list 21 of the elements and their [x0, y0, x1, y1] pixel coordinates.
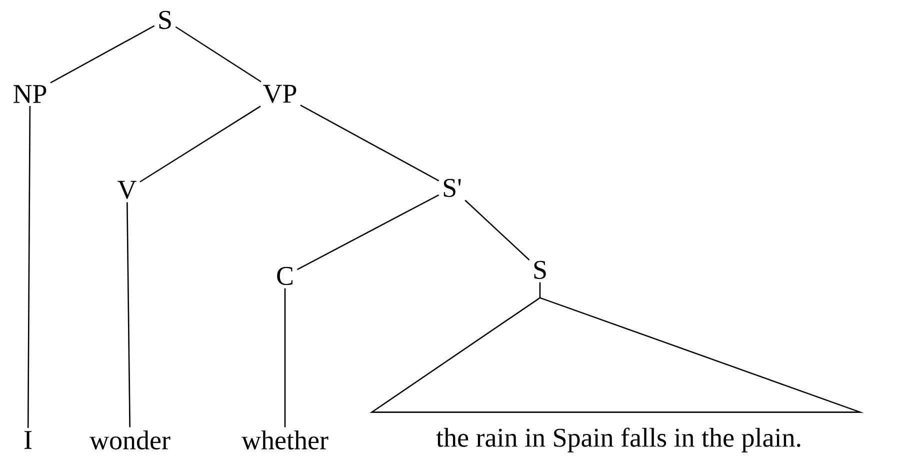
category-label: VP [263, 84, 296, 104]
category-label: C [277, 266, 293, 286]
branch-line [296, 194, 440, 270]
category-label: V [118, 180, 136, 200]
branch-line [300, 104, 440, 182]
branch-line [126, 202, 130, 428]
branch-line [50, 25, 155, 84]
branch-line [175, 26, 262, 82]
category-label: S [159, 10, 171, 30]
category-label: S [534, 260, 546, 280]
leaf-phrase: the rain in Spain falls in the plain. [436, 428, 800, 452]
branch-line [27, 106, 31, 428]
leaf-word: I [24, 431, 32, 449]
category-label: NP [14, 85, 46, 103]
branch-line [464, 200, 530, 260]
leaf-word: whether [242, 430, 328, 450]
leaf-word: wonder [90, 430, 170, 450]
branch-line [140, 106, 261, 182]
branch-line [284, 288, 286, 428]
category-label: S' [444, 178, 461, 198]
branch-line [539, 282, 541, 298]
